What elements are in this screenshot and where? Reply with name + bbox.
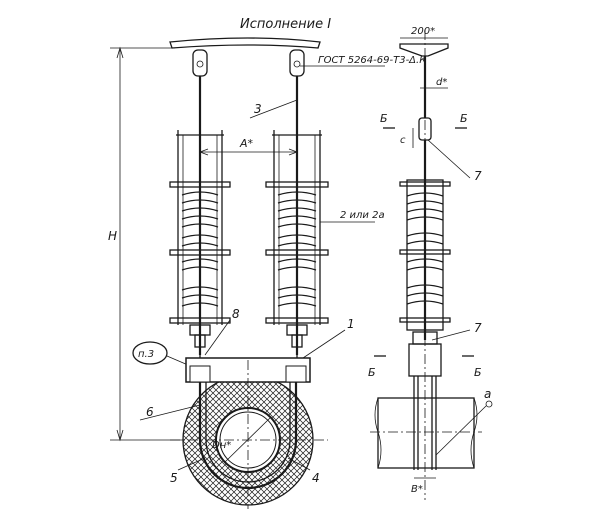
a-dim-arrows <box>198 148 299 156</box>
rods-note-text: 2 или 2а <box>340 210 385 221</box>
part8-leader <box>204 319 231 356</box>
pipe-clamp <box>170 347 328 514</box>
section-label-top-right: Б <box>460 112 468 125</box>
dim-top-width-text: 200* <box>411 26 435 37</box>
part-4-label: 4 <box>312 471 320 485</box>
dim-a-text: A* <box>239 137 254 150</box>
part-7-bottom-label: 7 <box>474 321 482 335</box>
standard-ref-text: ГОСТ 5264-69-Т3-Δ.К <box>318 55 427 66</box>
dn-dimension-line <box>224 417 271 463</box>
dim-dn-text: Dн* <box>212 440 231 451</box>
section-label-top-left: Б <box>380 112 388 125</box>
left-hanger <box>169 49 231 355</box>
part1-leader <box>299 329 346 361</box>
dim-b-text: B* <box>411 484 423 495</box>
h-arrow-top <box>116 46 124 59</box>
title-text: Исполнение I <box>240 17 331 32</box>
part4-leader <box>287 457 311 471</box>
item-note-text: п.3 <box>138 349 154 360</box>
item-note-bubble <box>132 341 168 365</box>
part-8-label: 8 <box>232 307 240 321</box>
dim-h-text: H <box>108 229 117 243</box>
part6-leader <box>139 404 201 421</box>
part-3-label: 3 <box>254 102 262 116</box>
ceiling-beam <box>169 37 321 49</box>
part-a-label: a <box>484 387 491 401</box>
h-arrow-bottom <box>116 429 124 442</box>
part5-leader <box>177 457 206 471</box>
dim-d-text: d* <box>436 77 447 88</box>
dim-c-text: c <box>400 135 406 146</box>
section-label-bottom-left: Б <box>368 366 376 379</box>
part3-leader <box>249 99 298 119</box>
part-7-top-label: 7 <box>474 169 482 183</box>
part-a-leader <box>435 405 487 456</box>
part7-top-leader <box>427 139 471 179</box>
right-hanger <box>265 49 329 355</box>
side-view <box>370 30 482 500</box>
item-note-leader <box>166 355 189 366</box>
part-1-label: 1 <box>347 317 355 331</box>
part-5-label: 5 <box>170 471 178 485</box>
section-label-bottom-right: Б <box>474 366 482 379</box>
part-a-marker <box>485 400 493 408</box>
part7-bottom-leader <box>431 329 471 341</box>
part-6-label: 6 <box>146 405 154 419</box>
